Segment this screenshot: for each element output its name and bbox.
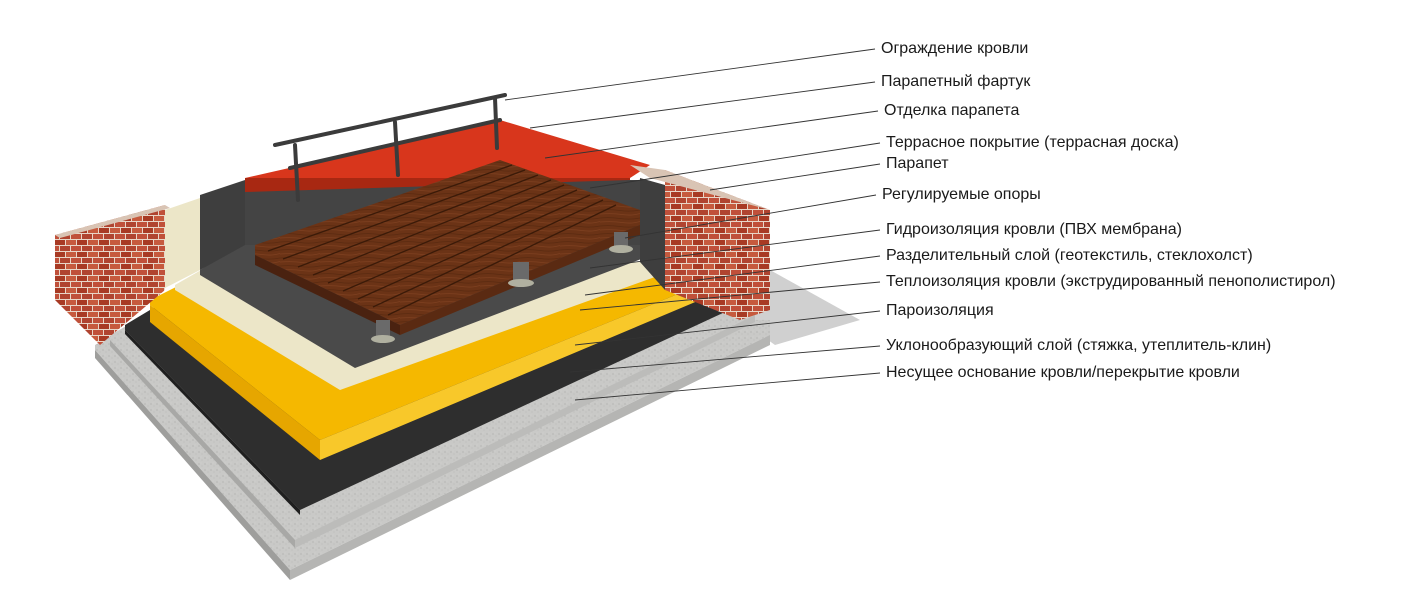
parapet-label: Парапет [886, 155, 949, 172]
leader-line [574, 372, 881, 401]
leader-line [709, 163, 881, 191]
leader-line [624, 194, 877, 239]
leader-line [584, 255, 881, 296]
slope-layer-label: Уклонообразующий слой (стяжка, утеплител… [886, 337, 1272, 354]
roof-railing-label: Ограждение кровли [881, 40, 1029, 57]
leader-line [579, 281, 881, 311]
roof-railing [273, 93, 507, 202]
leader-line [569, 345, 881, 373]
leader-line [589, 142, 881, 189]
leader-line [544, 110, 879, 159]
separator-label: Разделительный слой (геотекстиль, стекло… [886, 247, 1253, 264]
terrace-covering-label: Террасное покрытие (террасная доска) [886, 134, 1179, 151]
leader-line [589, 229, 881, 269]
adjustable-supports-label: Регулируемые опоры [882, 186, 1041, 203]
parapet-finish-label: Отделка парапета [884, 102, 1020, 119]
left-parapet [55, 198, 200, 345]
adjustable-pedestals [371, 232, 633, 343]
leader-line [574, 310, 881, 346]
base-slab-label: Несущее основание кровли/перекрытие кров… [886, 364, 1240, 381]
membrane-label: Гидроизоляция кровли (ПВХ мембрана) [886, 221, 1182, 238]
leader-line [529, 81, 876, 129]
leader-line [504, 48, 876, 101]
parapet-apron-label: Парапетный фартук [881, 73, 1031, 90]
insulation-label: Теплоизоляция кровли (экструдированный п… [886, 273, 1336, 290]
vapor-barrier-label: Пароизоляция [886, 302, 994, 319]
